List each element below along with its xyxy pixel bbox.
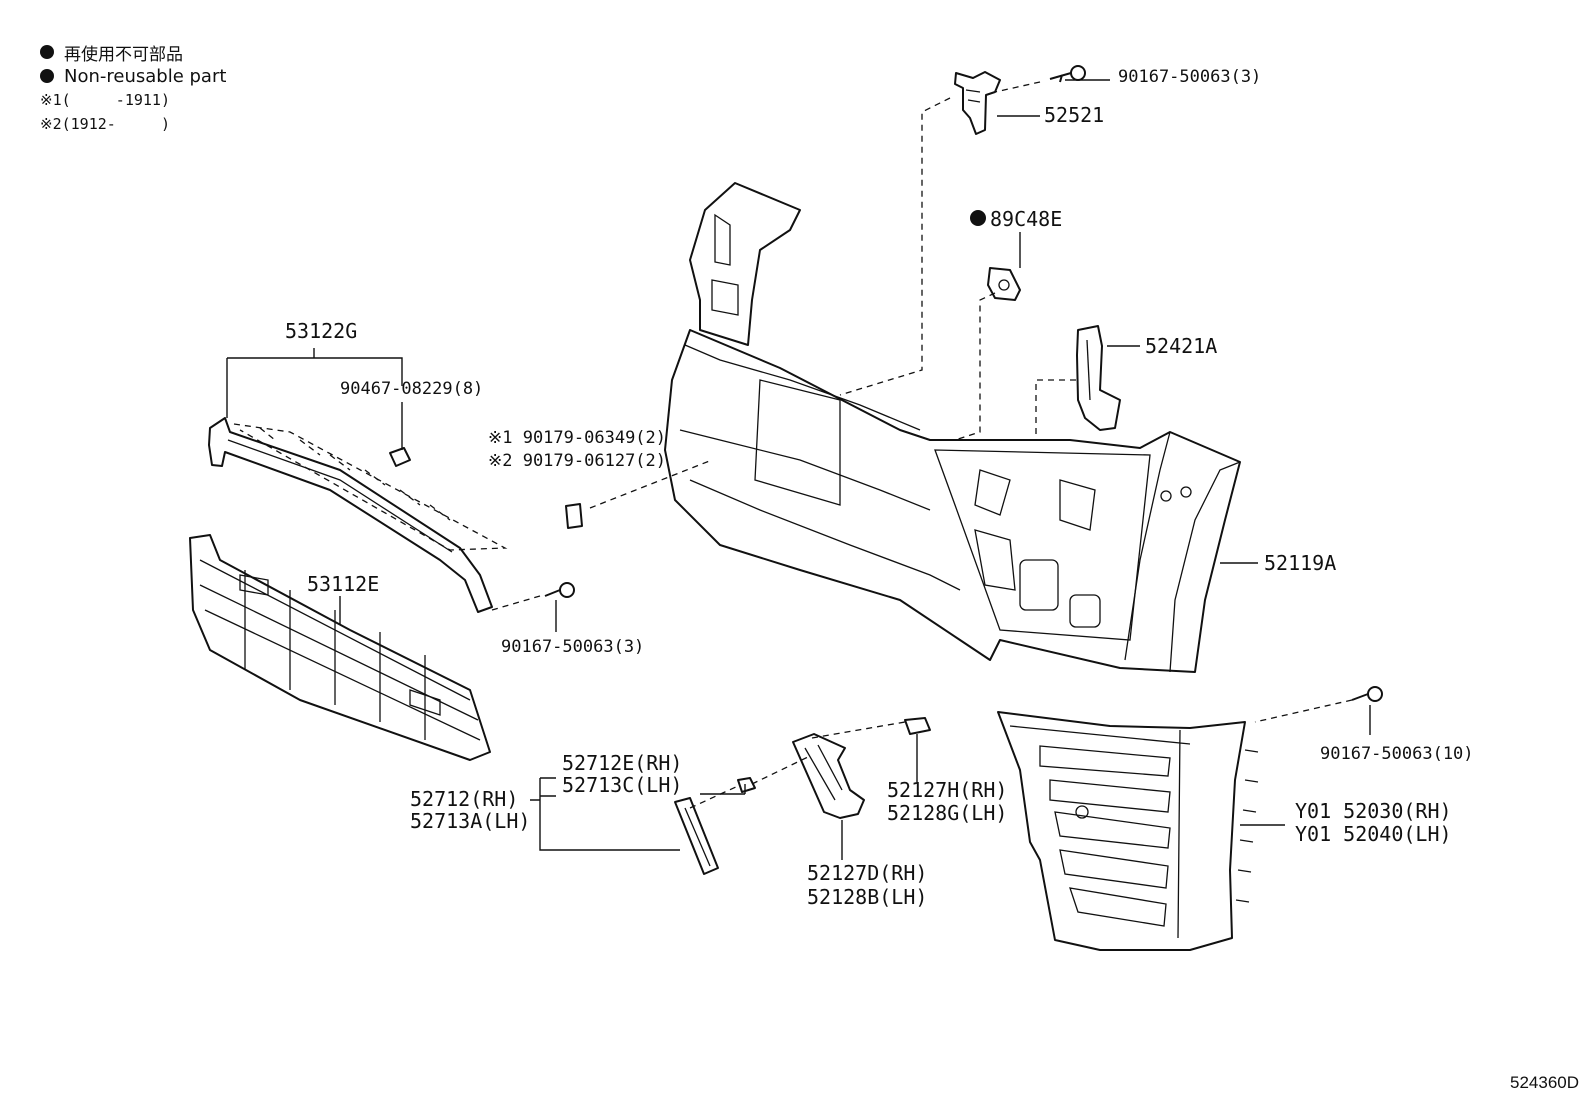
- label-52128G: 52128G(LH): [887, 801, 1007, 825]
- label-52712: 52712(RH): [410, 787, 518, 811]
- non-reusable-dot-icon: [40, 69, 54, 83]
- bumper-cover-part[interactable]: [664, 182, 1241, 673]
- diagram-code: 524360D: [1510, 1073, 1579, 1092]
- legend-text-jp: 再使用不可部品: [64, 44, 183, 65]
- label-52128B: 52128B(LH): [807, 885, 927, 909]
- label-Y01-52030: Y01 52030(RH): [1295, 799, 1452, 823]
- side-molding-52712-part[interactable]: [674, 797, 719, 875]
- clip-52127H-part[interactable]: [904, 717, 931, 735]
- label-52713A: 52713A(LH): [410, 809, 530, 833]
- legend-note-1: ※1( -1911): [40, 91, 170, 109]
- bolt-icon[interactable]: [1351, 686, 1383, 702]
- label-52127D: 52127D(RH): [807, 861, 927, 885]
- label-53122G: 53122G: [285, 319, 357, 343]
- label-52712E: 52712E(RH): [562, 751, 682, 775]
- bolt-icon[interactable]: [544, 582, 575, 598]
- label-90167-top: 90167-50063(3): [1118, 67, 1261, 87]
- label-52127H: 52127H(RH): [887, 778, 1007, 802]
- part-labels: 90167-50063(3) 52521 89C48E 52421A 53122…: [285, 67, 1579, 1092]
- label-89C48E: 89C48E: [990, 207, 1062, 231]
- nut-icon[interactable]: [565, 503, 583, 529]
- solid-leaders: [226, 79, 1371, 860]
- label-90167-right: 90167-50063(10): [1320, 744, 1474, 764]
- bracket-52421A-part[interactable]: [1076, 325, 1121, 431]
- label-90467: 90467-08229(8): [340, 379, 483, 399]
- grille-53112E-part[interactable]: [189, 534, 491, 761]
- label-90179-2: ※2 90179-06127(2): [488, 451, 666, 471]
- non-reusable-dot-icon: [970, 210, 986, 226]
- bolt-icon[interactable]: [1049, 65, 1086, 83]
- clip-position-outline: [233, 423, 508, 551]
- fog-cover-Y01-part[interactable]: [997, 711, 1259, 951]
- label-52119A: 52119A: [1264, 551, 1336, 575]
- label-53112E: 53112E: [307, 572, 379, 596]
- label-90167-mid: 90167-50063(3): [501, 637, 644, 657]
- dashed-leaders: [491, 81, 1353, 809]
- legend-row-jp: 再使用不可部品: [40, 40, 226, 65]
- legend-row-en: Non-reusable part: [40, 64, 226, 88]
- legend-note-2: ※2(1912- ): [40, 115, 170, 133]
- label-Y01-52040: Y01 52040(LH): [1295, 822, 1452, 846]
- label-52521: 52521: [1044, 103, 1104, 127]
- legend: 再使用不可部品 Non-reusable part ※1( -1911) ※2(…: [40, 40, 226, 136]
- label-90179-1: ※1 90179-06349(2): [488, 428, 666, 448]
- clip-52712E-part[interactable]: [737, 777, 756, 793]
- bracket-52127D-part[interactable]: [792, 733, 865, 819]
- molding-53122G-part[interactable]: [208, 417, 493, 613]
- label-52421A: 52421A: [1145, 334, 1217, 358]
- legend-text-en: Non-reusable part: [64, 65, 227, 87]
- bracket-52521-part[interactable]: [954, 71, 1001, 135]
- clip-89C48E-part[interactable]: [987, 267, 1021, 301]
- nut-icon[interactable]: [389, 447, 411, 467]
- label-52713C: 52713C(LH): [562, 773, 682, 797]
- non-reusable-dot-icon: [40, 45, 54, 59]
